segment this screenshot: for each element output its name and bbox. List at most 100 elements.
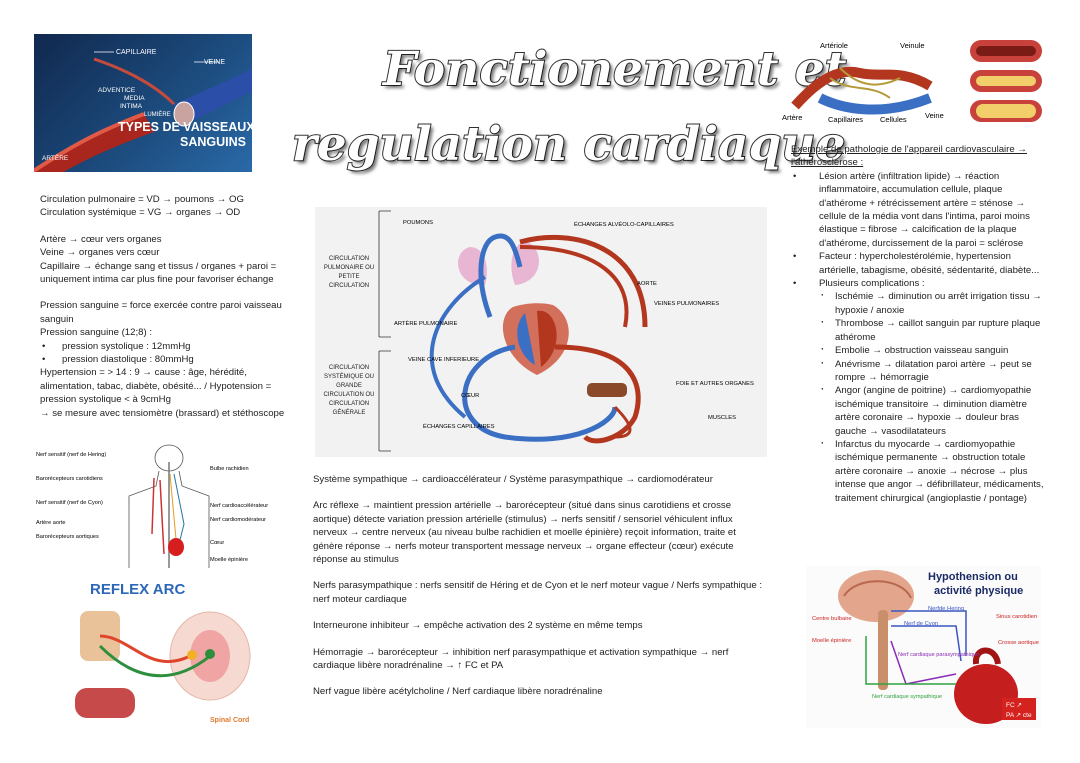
angor: Angor (angine de poitrine) → cardiomyopa… bbox=[821, 383, 1051, 438]
heart-body bbox=[502, 303, 569, 375]
artere-def: Artère → cœur vers organes bbox=[40, 233, 162, 245]
label-coeur-diagram: CŒUR bbox=[461, 393, 479, 399]
pression-diastolique: pression diastolique : 80mmHg bbox=[42, 353, 298, 367]
label-intima: INTIMA bbox=[120, 103, 143, 110]
label-foie: FOIE ET AUTRES ORGANES bbox=[676, 381, 754, 387]
label-crosse: Crosse aortique bbox=[998, 640, 1039, 646]
anevrisme: Anévrisme → dilatation paroi artère → pe… bbox=[821, 357, 1051, 385]
label-moelle-epiniere: Moelle épinière bbox=[210, 557, 248, 563]
label-veinule: Veinule bbox=[900, 41, 925, 50]
heart-shape bbox=[168, 538, 184, 556]
label-nerf-symp: Nerf cardiaque sympathique bbox=[872, 694, 942, 700]
label-nerf-cyon-hypo: Nerf de Cyon bbox=[904, 621, 938, 627]
artery-shape bbox=[34, 114, 154, 172]
label-circulation-systemique: CIRCULATION SYSTÉMIQUE OU GRANDE CIRCULA… bbox=[323, 365, 375, 416]
label-bulbe-rachidien: Bulbe rachidien bbox=[210, 466, 249, 472]
vessels-illustration: CAPILLAIRE VEINE ADVENTICE MEDIA INTIMA … bbox=[34, 49, 252, 172]
pression-val: Pression sanguine (12;8) : bbox=[40, 327, 152, 339]
label-cellules: Cellules bbox=[880, 115, 907, 124]
nerve-diagram: Nerf sensitif (nerf de Hering) Barorécep… bbox=[34, 444, 274, 568]
label-lumiere: LUMIÈRE bbox=[144, 111, 171, 118]
circulation-diagram: POUMONS ÉCHANGES ALVÉOLO-CAPILLAIRES CIR… bbox=[315, 207, 767, 457]
left-notes: Circulation pulmonaire = VD → poumons → … bbox=[40, 193, 298, 420]
ischemie: Ischémie → diminution ou arrêt irrigatio… bbox=[821, 289, 1051, 317]
label-pa: PA ↗ cte bbox=[1006, 712, 1032, 719]
mesure: → se mesure avec tensiomètre (brassard) … bbox=[40, 407, 285, 419]
neurotransmetteurs: Nerf vague libère acétylcholine / Nerf c… bbox=[313, 686, 603, 698]
label-capillaire: CAPILLAIRE bbox=[116, 49, 157, 56]
vessels-title-1: TYPES DE VAISSEAUX bbox=[118, 120, 252, 134]
capillary-image: Artériole Veinule Artère Capillaires Cel… bbox=[780, 38, 1050, 130]
label-nerf-cyon: Nerf sensitif (nerf de Cyon) bbox=[36, 500, 103, 506]
pression-systolique: pression systolique : 12mmHg bbox=[42, 340, 298, 354]
pression-def: Pression sanguine = force exercée contre… bbox=[40, 300, 282, 325]
label-coeur: Cœur bbox=[210, 540, 224, 546]
systeme-nerveux: Système sympathique → cardioaccélérateur… bbox=[313, 474, 713, 485]
label-aorte: AORTE bbox=[637, 281, 657, 287]
embolie: Embolie → obstruction vaisseau sanguin bbox=[821, 343, 1051, 357]
facteurs: Facteur : hypercholestérolémie, hyperten… bbox=[793, 250, 1051, 277]
label-veine-cave: VEINE CAVE INFERIEURE bbox=[408, 357, 479, 363]
page-subtitle: regulation cardiaque bbox=[291, 116, 846, 173]
infarctus: Infarctus du myocarde → cardiomyopathie … bbox=[821, 437, 1051, 505]
label-sinus: Sinus carotidien bbox=[996, 614, 1037, 620]
right-notes: Exemple de pathologie de l'appareil card… bbox=[791, 143, 1051, 505]
hypo-title-1: Hypothension ou bbox=[928, 571, 1018, 583]
label-barorecepteurs-carotidiens: Barorécepteurs carotidiens bbox=[36, 476, 103, 482]
spinal-cord-label: Spinal Cord bbox=[210, 717, 249, 724]
label-veine: VEINE bbox=[204, 59, 225, 66]
vessels-image: CAPILLAIRE VEINE ADVENTICE MEDIA INTIMA … bbox=[34, 34, 252, 172]
hypo-title-2: activité physique bbox=[934, 585, 1023, 597]
circulation-illustration: POUMONS ÉCHANGES ALVÉOLO-CAPILLAIRES CIR… bbox=[323, 210, 754, 452]
hypertension: Hypertension = > 14 : 9 → cause : âge, h… bbox=[40, 367, 272, 406]
label-veine-cap: Veine bbox=[925, 111, 944, 120]
reflex-arc-title: REFLEX ARC bbox=[90, 581, 185, 598]
label-artere-cap: Artère bbox=[782, 113, 802, 122]
label-artere-pulmonaire: ARTÈRE PULMONAIRE bbox=[394, 320, 457, 327]
thrombose: Thrombose → caillot sanguin par rupture … bbox=[821, 316, 1051, 344]
capillaire-def: Capillaire → échange sang et tissus / or… bbox=[40, 260, 277, 286]
lung-right bbox=[511, 241, 539, 285]
label-fc: FC ↗ bbox=[1006, 702, 1022, 709]
label-nerf-hering-hypo: Nerfde Hering bbox=[928, 606, 964, 612]
label-nerf-hering: Nerf sensitif (nerf de Hering) bbox=[36, 452, 106, 458]
label-muscles: MUSCLES bbox=[708, 415, 736, 421]
hypotension-image: Hypothension ou activité physique Centre… bbox=[806, 566, 1041, 728]
pathologie-heading: Exemple de pathologie de l'appareil card… bbox=[791, 144, 1027, 169]
complications: Plusieurs complications : bbox=[793, 277, 1051, 291]
label-adventice: ADVENTICE bbox=[98, 87, 136, 94]
reflex-arc-image: REFLEX ARC Spinal Cord bbox=[60, 576, 260, 734]
label-echanges-alveolo: ÉCHANGES ALVÉOLO-CAPILLAIRES bbox=[574, 221, 674, 228]
circulation-systemique: Circulation systémique = VG → organes → … bbox=[40, 207, 241, 219]
label-arteriole: Artériole bbox=[820, 41, 848, 50]
hypotension-illustration: Hypothension ou activité physique Centre… bbox=[812, 570, 1039, 724]
liver-shape bbox=[587, 383, 627, 397]
label-echanges-capillaires: ÉCHANGES CAPILLAIRES bbox=[423, 423, 495, 430]
veine-def: Veine → organes vers cœur bbox=[40, 247, 160, 259]
nerve-illustration: Nerf sensitif (nerf de Hering) Barorécep… bbox=[36, 444, 268, 568]
label-media: MEDIA bbox=[124, 95, 145, 102]
label-veines-pulmonaires: VEINES PULMONAIRES bbox=[654, 301, 719, 307]
label-capillaires: Capillaires bbox=[828, 115, 863, 124]
label-artere-aorte: Artère aorte bbox=[36, 520, 66, 526]
vessels-title-2: SANGUINS bbox=[180, 135, 246, 149]
label-poumons: POUMONS bbox=[403, 220, 433, 226]
page-title: Fonctionement et bbox=[382, 41, 847, 98]
label-circulation-pulmonaire: CIRCULATION PULMONAIRE OU PETITE CIRCULA… bbox=[323, 256, 375, 289]
hemorragie: Hémorragie → barorécepteur → inhibition … bbox=[313, 646, 729, 672]
middle-notes: Système sympathique → cardioaccélérateur… bbox=[313, 473, 763, 699]
label-nerf-para: Nerf cardiaque parasympathique bbox=[898, 652, 979, 658]
nerfs-parasympathique: Nerfs parasympathique : nerfs sensitif d… bbox=[313, 580, 762, 605]
circulation-pulmonaire: Circulation pulmonaire = VD → poumons → … bbox=[40, 194, 244, 205]
label-moelle-hypo: Moelle épinière bbox=[812, 638, 851, 644]
reflex-arc-illustration: REFLEX ARC Spinal Cord bbox=[75, 581, 251, 724]
label-barorecepteurs-aortiques: Barorécepteurs aortiques bbox=[36, 534, 99, 540]
brain-shape bbox=[838, 570, 914, 622]
lesion-artere: Lésion artère (infiltration lipide) → ré… bbox=[793, 170, 1051, 250]
capillary-illustration: Artériole Veinule Artère Capillaires Cel… bbox=[782, 40, 1042, 124]
label-nerf-cardioaccelerateur: Nerf cardioaccélérateur bbox=[210, 503, 268, 509]
label-artere: ARTÈRE bbox=[42, 153, 69, 162]
label-centre-bulbaire: Centre bulbaire bbox=[812, 616, 852, 622]
label-nerf-cardiomoderateur: Nerf cardiomodérateur bbox=[210, 517, 266, 523]
arc-reflexe: Arc réflexe → maintient pression artérie… bbox=[313, 500, 736, 566]
